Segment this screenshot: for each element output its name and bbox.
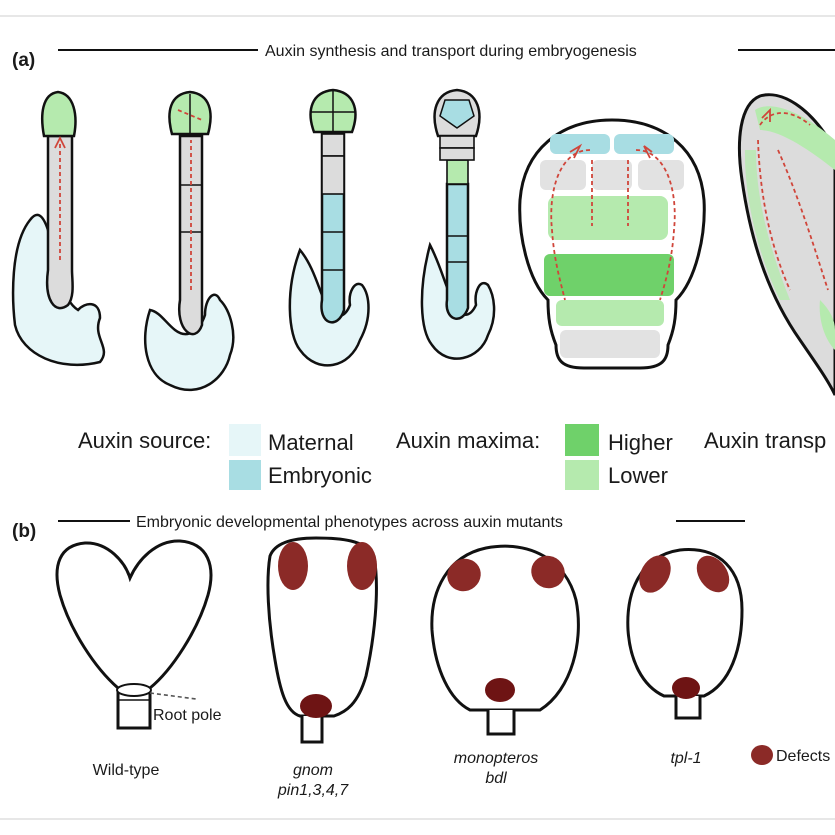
root-pole-leader — [149, 692, 197, 700]
embryo-stage-3 — [288, 88, 370, 367]
transport-arrow — [177, 109, 203, 121]
defect-spot — [531, 555, 565, 589]
embryo-stage-5 — [518, 118, 706, 370]
arrow-head — [569, 143, 583, 159]
legend-item-higher: Higher — [608, 430, 673, 455]
defect-spot — [347, 542, 377, 590]
embryo-stage-6 — [737, 93, 835, 396]
panel-b-heading: Embryonic developmental phenotypes acros… — [136, 514, 563, 531]
cell — [321, 155, 345, 195]
defect-spot — [300, 694, 332, 718]
cell — [439, 147, 475, 161]
suspensor-stub — [300, 716, 324, 744]
transport-arrow — [635, 149, 676, 301]
apical-source-left — [550, 134, 610, 154]
defect-spot — [672, 677, 700, 699]
cell — [592, 160, 632, 190]
arrow-head — [761, 107, 771, 122]
legend-maxima-label: Auxin maxima: — [396, 428, 540, 453]
mutant-label-wild-type: Wild-type — [93, 762, 160, 779]
transport-arrow — [550, 149, 591, 301]
suspensor-stub — [486, 710, 516, 736]
defects-legend-label: Defects — [776, 748, 830, 765]
phenotype-monopteros — [430, 544, 580, 736]
embryo-outline — [737, 93, 835, 396]
legend-item-embryonic: Embryonic — [268, 463, 372, 488]
defect-spot — [485, 678, 515, 702]
legend: Auxin source: Maternal Embryonic Auxin m… — [78, 424, 826, 490]
legend-swatch-maternal — [229, 424, 261, 456]
arrow-head — [643, 145, 653, 159]
legend-source-label: Auxin source: — [78, 428, 211, 453]
root-pole-cells — [116, 683, 152, 697]
embryo-stage-2 — [143, 90, 235, 392]
defects-legend-swatch — [751, 745, 773, 765]
embryo-stage-1 — [11, 90, 106, 367]
higher-maximum — [544, 254, 674, 296]
transport-arrow — [777, 149, 829, 291]
apical-source-right — [614, 134, 674, 154]
embryo-stage-4 — [420, 88, 496, 360]
phenotype-gnom — [266, 536, 378, 744]
transport-arrow — [759, 112, 811, 126]
root-pole-label: Root pole — [153, 707, 222, 724]
lower-maximum — [819, 300, 835, 350]
inner-cells — [439, 99, 475, 129]
legend-transport-label: Auxin transp — [704, 428, 826, 453]
defect-spot — [639, 555, 671, 593]
panel-a-heading: Auxin synthesis and transport during emb… — [265, 43, 637, 60]
lower-maximum — [548, 196, 668, 240]
legend-swatch-higher — [565, 424, 599, 456]
cell — [439, 135, 475, 149]
phenotype-tpl-1 — [626, 548, 744, 720]
maternal-tissue — [143, 293, 235, 392]
lower-maximum — [556, 300, 664, 326]
lower-maximum — [744, 150, 790, 300]
cell — [638, 160, 684, 190]
defect-spot — [278, 542, 308, 590]
hypophysis — [446, 159, 469, 185]
legend-swatch-lower — [565, 460, 599, 490]
suspensor — [177, 134, 204, 336]
cell — [540, 160, 586, 190]
lower-maximum — [755, 106, 835, 170]
legend-swatch-embryonic — [229, 460, 261, 490]
arrow-head — [54, 135, 66, 149]
suspensor — [445, 182, 470, 320]
mutant-label-pin: pin1,3,4,7 — [277, 782, 349, 799]
mutant-label-gnom: gnom — [293, 762, 333, 779]
defect-spot — [696, 555, 730, 593]
panel-a-letter: (a) — [12, 50, 35, 71]
embryo-outline — [55, 539, 213, 690]
mutant-label-tpl-1: tpl-1 — [670, 750, 701, 767]
panel-b-letter: (b) — [12, 521, 36, 542]
phenotype-wild-type: Root pole — [55, 539, 222, 730]
suspensor-stub — [116, 688, 152, 730]
cell — [560, 330, 660, 358]
legend-item-maternal: Maternal — [268, 430, 354, 455]
cell — [321, 133, 345, 157]
suspensor-stub — [674, 696, 702, 720]
mutant-label-monopteros: monopteros — [454, 750, 539, 767]
mutant-label-bdl: bdl — [485, 770, 507, 787]
defect-spot — [447, 558, 481, 592]
apical-cell — [41, 90, 77, 138]
legend-item-lower: Lower — [608, 463, 668, 488]
